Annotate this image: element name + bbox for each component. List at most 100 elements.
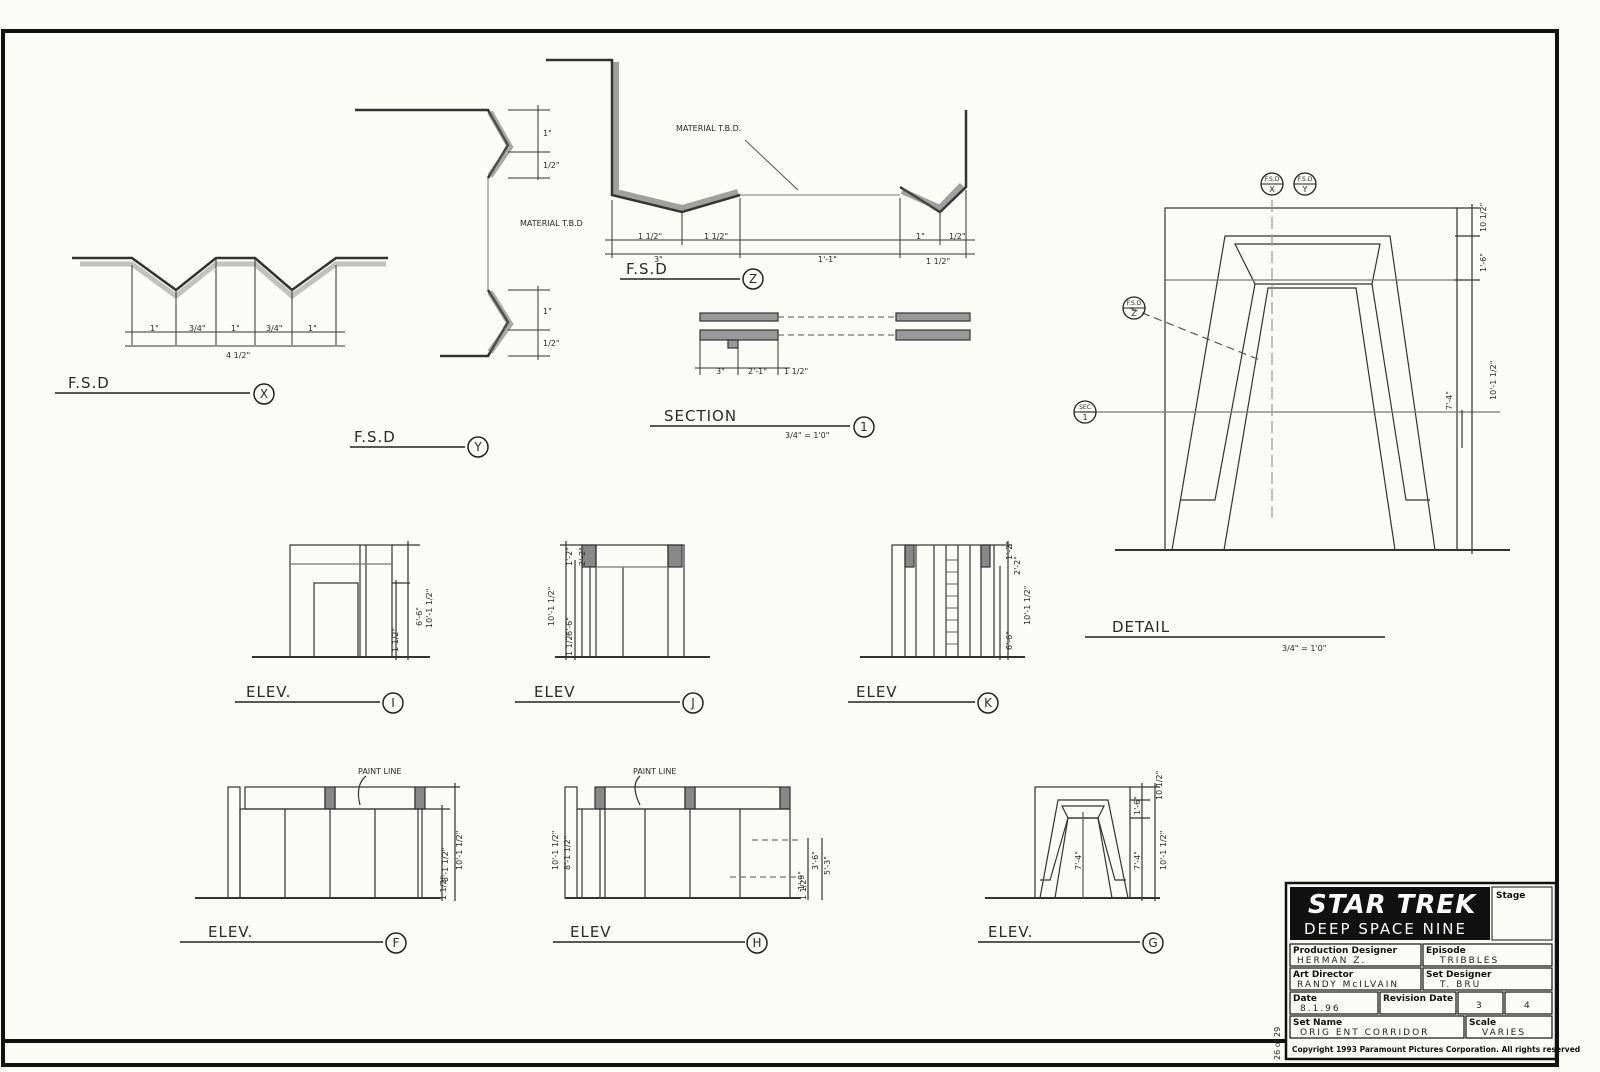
- fsd-x-dim-5: 1": [308, 324, 317, 333]
- fsd-x-dim-1: 1": [150, 324, 159, 333]
- detail-marker-z-bottom: Z: [1131, 309, 1137, 318]
- elev-g-title: ELEV.: [988, 923, 1033, 941]
- elev-f-paint-line: PAINT LINE: [358, 767, 401, 776]
- fsd-y-tag-circle: [467, 436, 489, 458]
- elev-k-dim-4: 6'-6": [1005, 631, 1014, 650]
- elev-h-dim-1: 10'-1 1/2": [551, 831, 560, 870]
- section-1-tag: 1: [860, 420, 868, 434]
- detail-marker-x-bottom: X: [1269, 185, 1275, 194]
- section-1-scale: 3/4" = 1'0": [785, 431, 829, 440]
- detail-marker-sec-top: SEC: [1079, 404, 1091, 411]
- detail-marker-y-bottom: Y: [1302, 185, 1308, 194]
- sheet-total: 4: [1524, 1001, 1532, 1011]
- elev-k-ladder: [946, 559, 958, 645]
- elev-h-tag-circle: [746, 932, 768, 954]
- elev-k-tag-circle: [977, 692, 999, 714]
- elev-j-tag: J: [690, 696, 695, 710]
- detail-dim-3: 7'-4": [1445, 391, 1454, 410]
- elev-i-tag: I: [391, 696, 395, 710]
- elev-h-dim-3: 1'-9": [797, 871, 806, 890]
- detail-title: DETAIL: [1112, 618, 1170, 636]
- elev-h-view: PAINT LINE 10'-1 1/2" 8'-1 1/2" 1'-9" 3'…: [551, 767, 832, 954]
- elev-j-dim-4: 6'-6": [565, 617, 574, 636]
- section-1-view: 3" 2'-1" 1 1/2" SECTION 3/4" = 1'0" 1: [650, 312, 971, 440]
- elev-k-dim-3: 10'-1 1/2": [1023, 586, 1032, 625]
- detail-view: 10 1/2" 1'-6" 7'-4" 10'-1 1/2" F.S.D X F…: [1073, 172, 1510, 653]
- fsd-z-dim-6: 1/2": [949, 232, 966, 241]
- fsd-z-tag: Z: [749, 272, 757, 286]
- elev-g-dim-1: 10 1/2": [1155, 771, 1164, 800]
- elev-h-paint-line: PAINT LINE: [633, 767, 676, 776]
- set-designer-value: T. BRU: [1439, 980, 1481, 990]
- section-1-tag-circle: [853, 416, 875, 438]
- elev-i-tag-circle: [382, 692, 404, 714]
- fsd-x-total: 4 1/2": [226, 351, 250, 360]
- elev-j-dim-2: 2'-2": [578, 547, 587, 566]
- episode-value: TRIBBLES: [1439, 956, 1499, 966]
- fsd-y-tag: Y: [473, 440, 482, 454]
- episode-label: Episode: [1426, 946, 1466, 956]
- elev-k-title: ELEV: [856, 683, 898, 701]
- fsd-x-view: 1" 3/4" 1" 3/4" 1" 4 1/2" F.S.D X: [55, 256, 388, 405]
- date-value: 8.1.96: [1300, 1004, 1341, 1014]
- elev-g-dim-3: 7'-4": [1074, 851, 1083, 870]
- fsd-y-dim-3: 1": [543, 307, 552, 316]
- fsd-x-tag: X: [260, 387, 268, 401]
- elev-i-title: ELEV.: [246, 683, 291, 701]
- date-label: Date: [1293, 994, 1317, 1004]
- elev-h-dim-4: 3'-6": [811, 851, 820, 870]
- detail-dim-1: 10 1/2": [1479, 203, 1488, 232]
- brand-panel: [1290, 887, 1490, 940]
- detail-dim-4: 10'-1 1/2": [1489, 361, 1498, 400]
- set-name-value: ORIG ENT CORRIDOR: [1300, 1028, 1429, 1038]
- elev-f-dim-3: 1 1/2": [439, 876, 448, 900]
- fsd-z-dim-5: 1": [916, 232, 925, 241]
- fsd-z-dim-1: 1 1/2": [638, 232, 662, 241]
- elev-i-dim-2: 10'-1 1/2": [425, 589, 434, 628]
- scale-label: Scale: [1469, 1018, 1496, 1028]
- elev-h-dim-2: 8'-1 1/2": [563, 836, 572, 870]
- scale-value: VARIES: [1482, 1028, 1526, 1038]
- elev-i-view: 6'-6" 10'-1 1/2" 1 1/2" ELEV. I: [235, 541, 434, 714]
- elev-j-tag-circle: [682, 692, 704, 714]
- fsd-z-dim-4: 1'-1": [818, 255, 837, 264]
- fsd-z-material: MATERIAL T.B.D.: [676, 124, 741, 133]
- elev-k-view: 1'-2" 2'-2" 10'-1 1/2" 6'-6" ELEV K: [848, 541, 1032, 714]
- fsd-y-title: F.S.D: [354, 428, 396, 446]
- elev-i-dim-1: 6'-6": [415, 607, 424, 626]
- fsd-y-view: 1" 1/2" 1" 1/2" MATERIAL T.B.D F.S.D Y: [350, 105, 583, 458]
- fsd-y-dim-4: 1/2": [543, 339, 560, 348]
- set-designer-label: Set Designer: [1426, 970, 1492, 980]
- elev-f-title: ELEV.: [208, 923, 253, 941]
- elev-f-dim-2: 10'-1 1/2": [455, 831, 464, 870]
- elev-g-dim-2: 1'-6": [1133, 796, 1142, 815]
- elev-j-view: 1'-2" 2'-2" 10'-1 1/2" 6'-6" 1 1/2" ELEV…: [515, 541, 710, 714]
- elev-g-tag: G: [1148, 936, 1157, 950]
- detail-marker-y-top: F.S.D: [1298, 176, 1313, 183]
- sheet-number: 3: [1476, 1001, 1484, 1011]
- art-director-label: Art Director: [1293, 970, 1354, 980]
- fsd-y-dim-1: 1": [543, 129, 552, 138]
- elev-j-dim-3: 10'-1 1/2": [547, 587, 556, 626]
- elev-h-title: ELEV: [570, 923, 612, 941]
- elev-f-dim-1: 8'-1 1/2": [441, 848, 450, 882]
- brand-line-1: STAR TREK: [1308, 890, 1477, 920]
- stage-label: Stage: [1496, 891, 1525, 901]
- detail-marker-x-top: F.S.D: [1265, 176, 1280, 183]
- detail-scale: 3/4" = 1'0": [1282, 644, 1326, 653]
- fsd-z-tag-circle: [742, 268, 764, 290]
- section-1-title: SECTION: [664, 407, 737, 425]
- fsd-z-dim-3: 3": [654, 255, 663, 264]
- set-name-label: Set Name: [1293, 1018, 1342, 1028]
- elev-i-dim-3: 1 1/2": [391, 628, 400, 652]
- fsd-x-dim-4: 3/4": [266, 324, 283, 333]
- elev-j-title: ELEV: [534, 683, 576, 701]
- fsd-z-dim-2: 1 1/2": [704, 232, 728, 241]
- detail-marker-z-top: F.S.D: [1127, 300, 1142, 307]
- elev-j-dim-5: 1 1/2": [565, 632, 574, 656]
- fsd-y-material: MATERIAL T.B.D: [520, 219, 583, 228]
- elev-g-tag-circle: [1142, 932, 1164, 954]
- brand-line-2: DEEP SPACE NINE: [1304, 920, 1467, 938]
- elev-j-dim-1: 1'-2": [565, 547, 574, 566]
- production-designer-value: HERMAN Z.: [1297, 956, 1366, 966]
